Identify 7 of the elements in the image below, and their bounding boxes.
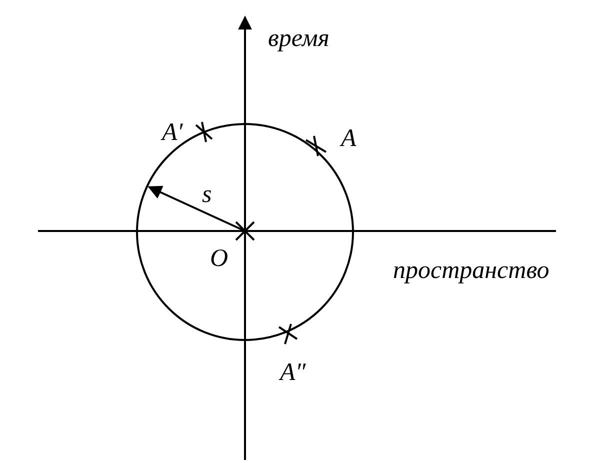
point-label: A″ — [280, 360, 306, 385]
axis-label: время — [268, 26, 330, 51]
axis-label: пространство — [393, 258, 550, 283]
point-label: A′ — [162, 120, 183, 145]
radius-label: s — [202, 182, 212, 207]
point-label: A — [341, 126, 356, 151]
origin-label: O — [210, 246, 228, 271]
